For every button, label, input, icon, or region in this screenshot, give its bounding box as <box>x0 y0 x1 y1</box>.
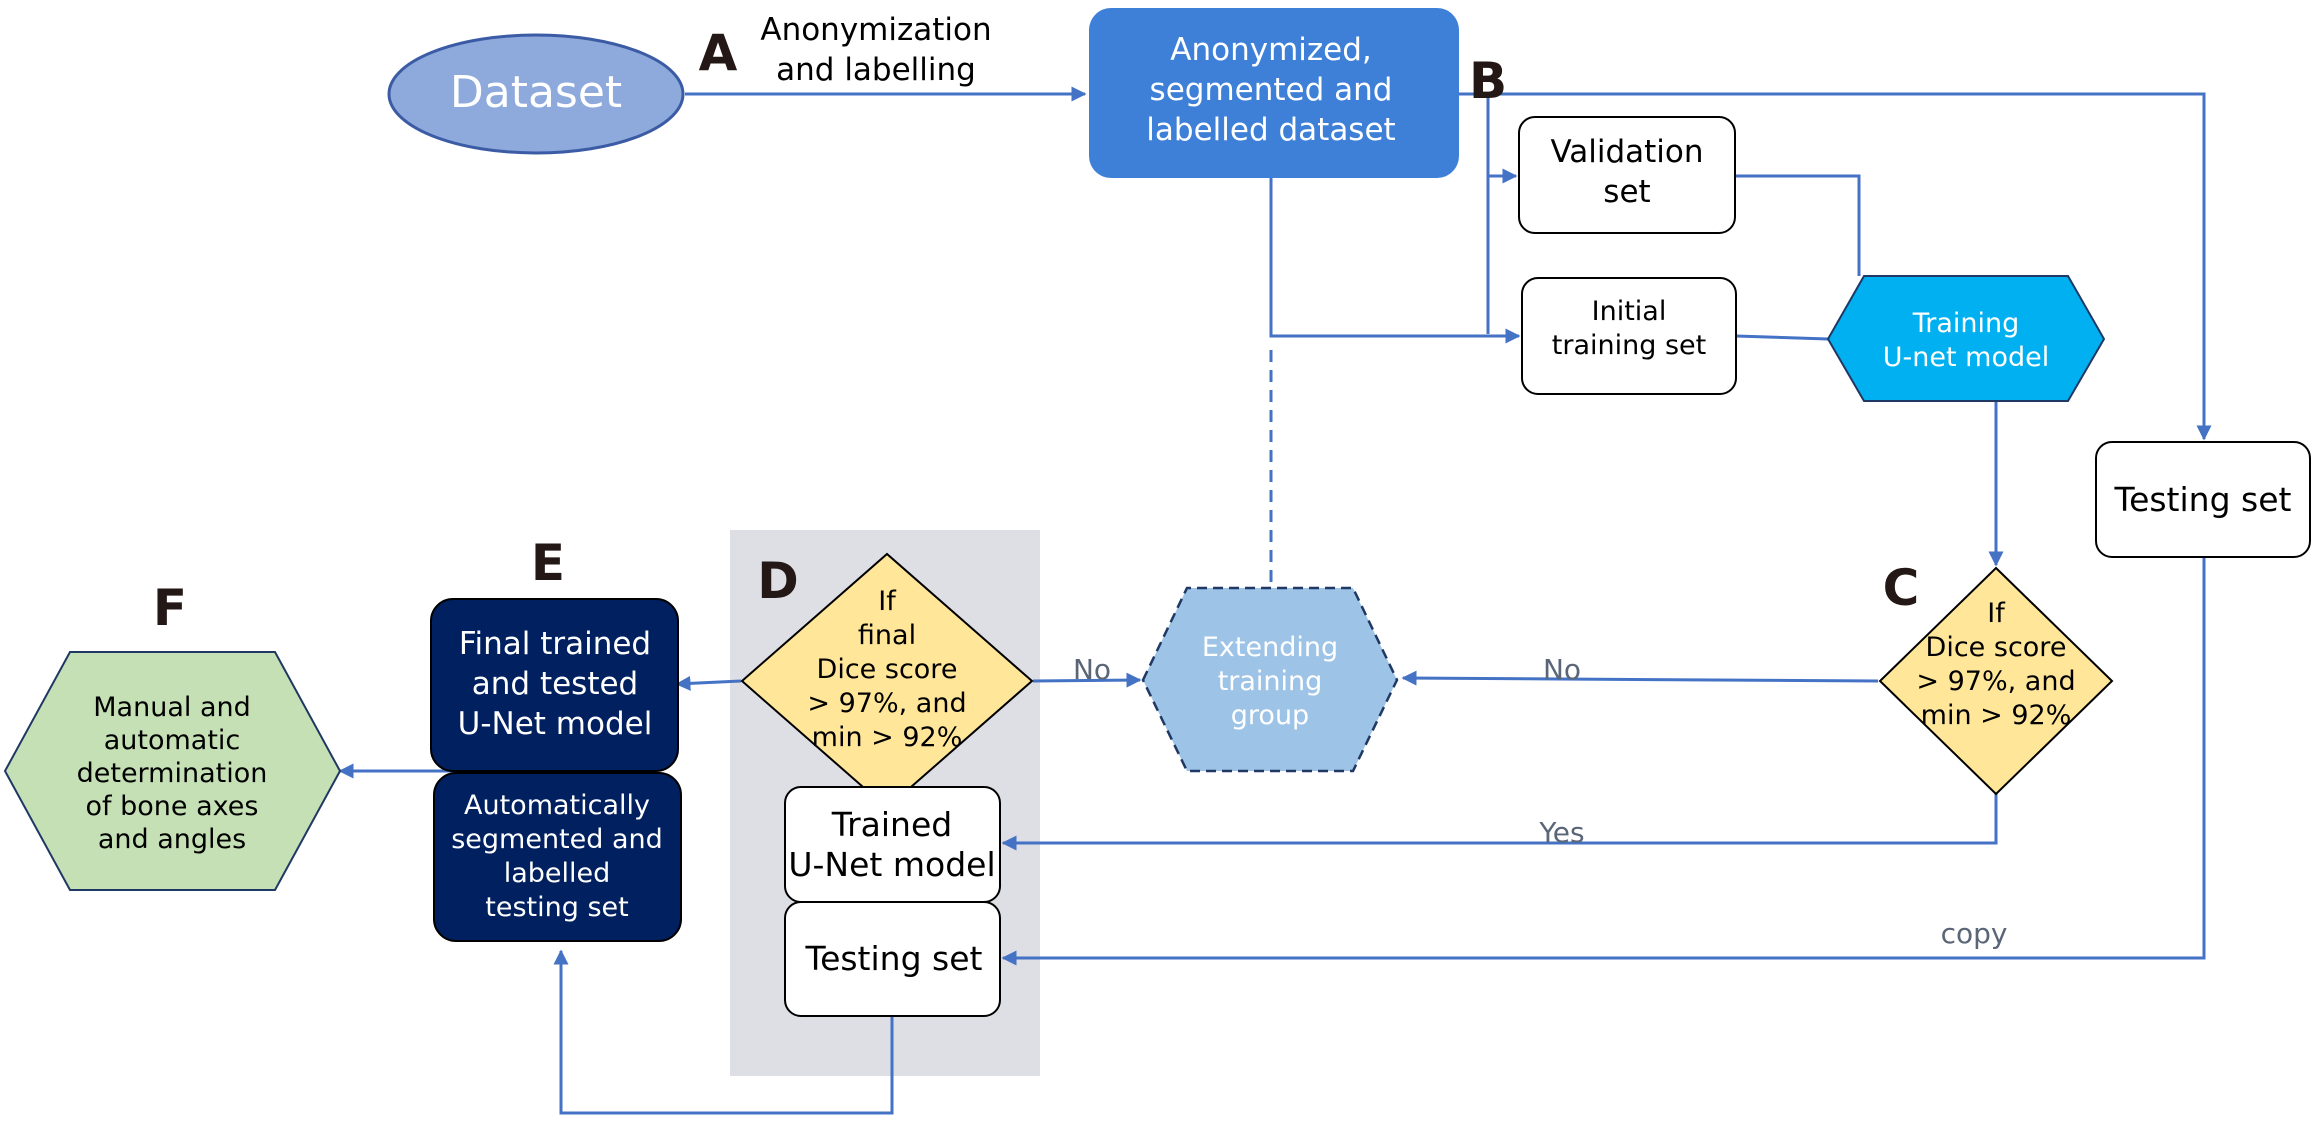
node-anonymized-dataset: Anonymized, segmented and labelled datas… <box>1089 8 1459 178</box>
training-unet-label-line-2: U-net model <box>1883 342 2049 373</box>
step-letter-a: A <box>699 24 738 82</box>
auto-segmented-label-line-1: Automatically <box>464 790 650 821</box>
node-testing-set-right: Testing set <box>2095 441 2311 558</box>
step-letter-b: B <box>1469 52 1507 110</box>
decision-d-label-line-5: min > 92% <box>812 722 963 753</box>
auto-segmented-label-line-3: labelled <box>504 858 611 889</box>
edge-label-anonymization-line-2: and labelling <box>776 52 976 88</box>
validation-label-line-2: set <box>1603 174 1650 210</box>
validation-box <box>1518 116 1736 234</box>
initial-training-label-line-1: Initial <box>1592 296 1667 327</box>
step-letter-e: E <box>531 534 565 592</box>
trained-unet-label-line-1: Trained <box>831 805 952 844</box>
edge-label-no-c: No <box>1543 653 1581 686</box>
decision-d-label-line-1: If <box>878 586 897 617</box>
node-training-unet: Training U-net model <box>1826 275 2106 402</box>
decision-c-diamond <box>1878 566 2114 796</box>
node-extending-training-group: Extending training group <box>1141 586 1399 773</box>
manual-auto-hexagon <box>3 651 342 891</box>
edge-label-yes: Yes <box>1538 816 1584 849</box>
edge-label-no-d: No <box>1073 653 1111 686</box>
node-trained-unet: Trained U-Net model <box>784 786 1001 903</box>
decision-c-label-line-3: > 97%, and <box>1916 666 2075 697</box>
edge-label-anonymization-line-1: Anonymization <box>760 12 991 48</box>
extending-label-line-3: group <box>1231 700 1309 731</box>
arrow-decision-c-yes <box>1001 794 1998 851</box>
decision-d-label-line-2: final <box>858 620 916 651</box>
anonymized-label-line-1: Anonymized, <box>1170 32 1372 68</box>
step-letter-f: F <box>153 579 187 637</box>
testing-set-right-box <box>2095 441 2311 558</box>
auto-segmented-box <box>433 772 682 942</box>
node-initial-training-set: Initial training set <box>1521 277 1737 395</box>
decision-c-label-line-2: Dice score <box>1926 632 2067 663</box>
manual-auto-label-line-4: of bone axes <box>86 791 259 822</box>
edge-label-copy: copy <box>1941 917 2008 950</box>
arrow-decision-d-to-final <box>675 675 742 691</box>
manual-auto-label-line-3: determination <box>77 758 268 789</box>
step-letter-d: D <box>757 552 799 610</box>
anonymized-label-line-2: segmented and <box>1150 72 1393 108</box>
arrow-decision-c-no <box>1401 670 1879 686</box>
anonymized-label-line-3: labelled dataset <box>1146 112 1395 148</box>
decision-c-label-line-1: If <box>1987 598 2006 629</box>
final-model-label-line-3: U-Net model <box>458 706 653 742</box>
node-testing-set-d: Testing set <box>784 901 1001 1017</box>
node-auto-segmented: Automatically segmented and labelled tes… <box>433 772 682 942</box>
node-decision-c: If Dice score > 97%, and min > 92% <box>1878 566 2114 796</box>
manual-auto-label-line-1: Manual and <box>93 692 251 723</box>
testing-set-d-label: Testing set <box>805 939 983 978</box>
testing-set-d-box <box>784 901 1001 1017</box>
validation-label-line-1: Validation <box>1550 134 1703 170</box>
node-dataset: Dataset <box>387 33 685 155</box>
arrow-anonymized-to-initial-training <box>1269 178 1521 344</box>
final-model-box <box>430 598 679 772</box>
node-manual-automatic-determination: Manual and automatic determination of bo… <box>3 651 342 891</box>
extending-hexagon <box>1141 586 1399 773</box>
extending-label-line-2: training <box>1218 666 1323 697</box>
decision-d-label-line-4: > 97%, and <box>807 688 966 719</box>
decision-d-label-line-3: Dice score <box>817 654 958 685</box>
node-decision-d: If final Dice score > 97%, and min > 92% <box>740 552 1034 810</box>
step-letter-c: C <box>1883 559 1920 617</box>
final-model-label-line-2: and tested <box>472 666 638 702</box>
manual-auto-label-line-5: and angles <box>98 824 246 855</box>
manual-auto-label-line-2: automatic <box>104 725 241 756</box>
edges <box>338 86 2212 1115</box>
final-model-label-line-1: Final trained <box>459 626 651 662</box>
node-validation-set: Validation set <box>1518 116 1736 234</box>
arrow-testing-to-auto-segmented <box>553 949 894 1115</box>
anonymized-box <box>1089 8 1459 178</box>
testing-set-right-label: Testing set <box>2114 480 2292 519</box>
arrow-anonymized-to-testing-set <box>1459 92 2212 441</box>
arrow-decision-d-no <box>1032 672 1142 688</box>
decision-c-label-line-4: min > 92% <box>1921 700 2072 731</box>
training-unet-label-line-1: Training <box>1912 308 2020 339</box>
training-unet-hexagon <box>1826 275 2106 402</box>
auto-segmented-label-line-4: testing set <box>485 892 628 923</box>
dataset-label: Dataset <box>450 67 622 118</box>
auto-segmented-label-line-2: segmented and <box>451 824 663 855</box>
extending-label-line-1: Extending <box>1202 632 1338 663</box>
connector-initial-to-training <box>1735 334 1829 341</box>
trained-unet-label-line-2: U-Net model <box>788 845 995 884</box>
initial-training-label-line-2: training set <box>1552 330 1706 361</box>
connector-validation-to-training <box>1735 174 1861 276</box>
node-final-trained-model: Final trained and tested U-Net model <box>430 598 679 772</box>
arrow-copy-testing-set <box>1001 558 2206 966</box>
dataset-ellipse <box>387 33 685 155</box>
initial-training-box <box>1521 277 1737 395</box>
